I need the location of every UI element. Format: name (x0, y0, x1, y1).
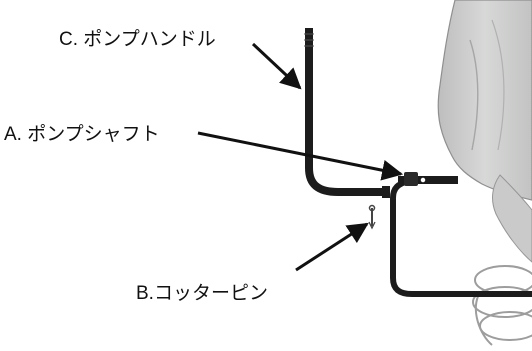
pump-handle (304, 28, 390, 198)
inflatable-bag (437, 0, 532, 263)
cotter-pin-arrow (295, 222, 369, 272)
pump-handle-label: C. ポンプハンドル (59, 28, 216, 50)
cotter-pin (368, 204, 376, 230)
cotter-pin-label: B.コッターピン (136, 282, 268, 304)
pump-shaft (390, 172, 532, 297)
hose-coil (472, 265, 532, 346)
pump-shaft-label: A. ポンプシャフト (4, 123, 160, 145)
pump-shaft-arrow (197, 131, 404, 181)
pump-handle-arrow (251, 42, 302, 90)
